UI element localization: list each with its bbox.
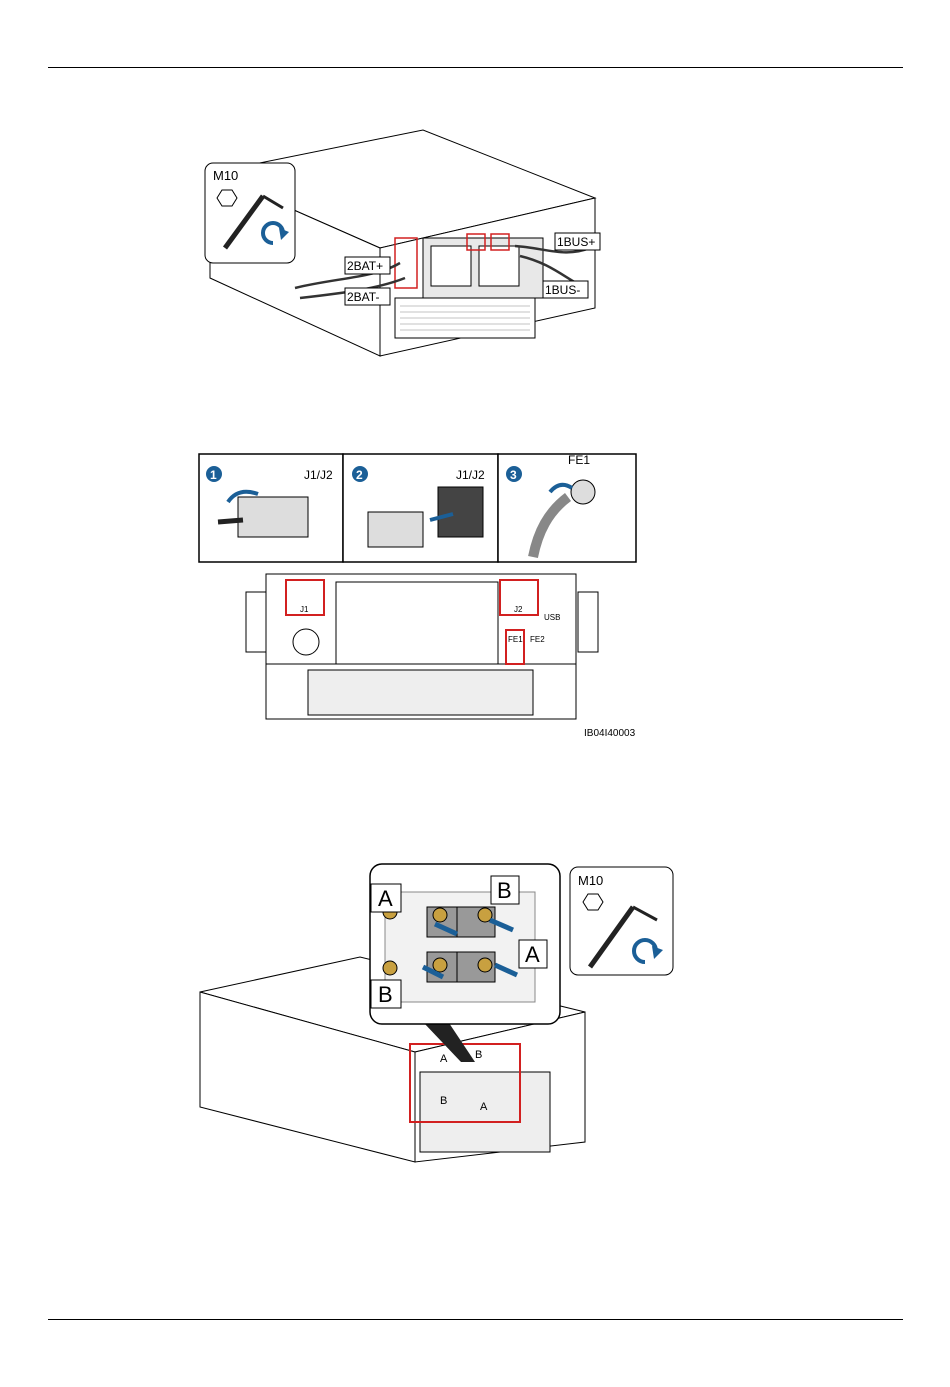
figure-battery-cable-connection: M10 2BAT+ 2BAT- 1BUS+ 1BUS-	[195, 128, 615, 358]
svg-text:1: 1	[210, 468, 217, 482]
svg-text:B: B	[440, 1095, 447, 1107]
svg-text:B: B	[497, 878, 512, 903]
tool-size-label: M10	[578, 873, 603, 888]
callout-1bus-pos: 1BUS+	[555, 233, 600, 250]
svg-text:J1/J2: J1/J2	[456, 468, 485, 482]
socket-drawing	[438, 487, 483, 537]
svg-text:J2: J2	[514, 605, 523, 614]
svg-text:A: A	[480, 1101, 488, 1113]
svg-text:2: 2	[356, 468, 363, 482]
header-rule	[48, 67, 903, 68]
connector-drawing	[238, 497, 308, 537]
wrench-callout: M10	[570, 867, 673, 975]
svg-text:USB: USB	[544, 613, 560, 622]
callout-2bat-pos: 2BAT+	[345, 257, 390, 274]
hex-nut-icon	[583, 894, 603, 910]
svg-text:1BUS+: 1BUS+	[557, 235, 595, 249]
callout-1bus-neg: 1BUS-	[543, 281, 588, 298]
svg-text:2BAT+: 2BAT+	[347, 259, 383, 273]
hex-nut-icon	[217, 190, 237, 206]
svg-text:2BAT-: 2BAT-	[347, 290, 379, 304]
figure-copper-bar-removal: A B A B A B B A M10	[195, 862, 680, 1167]
svg-text:A: A	[440, 1053, 448, 1065]
svg-text:FE1: FE1	[508, 635, 523, 644]
magnified-callout: A B A B	[370, 864, 560, 1024]
svg-text:A: A	[525, 942, 540, 967]
figure-signal-cable-removal: 1 J1/J2 2 J1/J2 3 FE1 J1 J2	[198, 452, 640, 742]
figure-id: IB04I40003	[584, 728, 636, 739]
callout-2bat-neg: 2BAT-	[345, 288, 390, 305]
svg-text:J1/J2: J1/J2	[304, 468, 333, 482]
tool-size-label: M10	[213, 168, 238, 183]
wrench-callout: M10	[205, 163, 295, 263]
rear-panel-drawing	[246, 574, 598, 719]
svg-text:J1: J1	[300, 605, 309, 614]
svg-text:3: 3	[510, 468, 517, 482]
svg-text:1BUS-: 1BUS-	[545, 283, 580, 297]
svg-text:B: B	[475, 1049, 482, 1061]
svg-text:FE1: FE1	[568, 453, 590, 467]
svg-text:FE2: FE2	[530, 635, 545, 644]
footer-rule	[48, 1319, 903, 1320]
svg-text:B: B	[378, 982, 393, 1007]
svg-text:A: A	[378, 886, 393, 911]
